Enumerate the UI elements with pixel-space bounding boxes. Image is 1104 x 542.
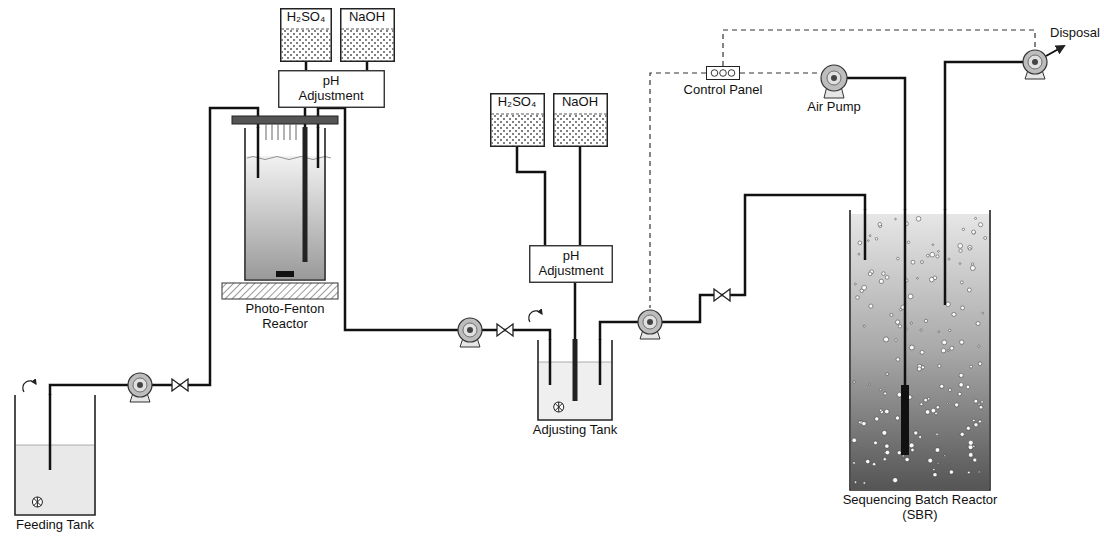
box-label: H₂SO₄ — [287, 10, 326, 25]
magnetic-stirrer — [32, 497, 42, 507]
base-reservoir: NaOH — [553, 93, 608, 147]
box-label: pH Adjustment — [535, 249, 607, 279]
discharge-pump — [1023, 50, 1047, 79]
stir-mark — [529, 311, 542, 322]
magnetic-stirrer — [554, 402, 564, 412]
dip-pipe — [257, 127, 260, 178]
liquid-level — [16, 445, 94, 446]
vessel-wall — [538, 340, 612, 420]
liquid — [16, 445, 94, 514]
air-diffuser — [901, 385, 909, 455]
dip-pipe — [864, 209, 867, 260]
uv-lamp-bar — [232, 116, 338, 124]
discharge-arrow — [1046, 46, 1064, 56]
pipe — [574, 283, 577, 340]
stir-bar — [276, 271, 294, 277]
box-label: NaOH — [562, 95, 598, 110]
adjusting-tank: Adjusting Tank — [538, 340, 612, 420]
vessel-wall — [245, 128, 325, 280]
transfer-valve — [497, 324, 513, 336]
ph-adjustment-box: pH Adjustment — [529, 245, 613, 283]
pipe — [366, 62, 369, 70]
control-panel: Control Panel — [706, 66, 740, 80]
pipe — [305, 62, 308, 70]
box-label: H₂SO₄ — [498, 95, 537, 110]
reagent — [282, 30, 331, 61]
uv-lamps — [266, 124, 296, 140]
photo-fenton-reactor-shape — [245, 128, 325, 280]
acid-reservoir: H₂SO₄ — [490, 93, 545, 147]
probe — [303, 127, 308, 262]
box-label: pH Adjustment — [295, 74, 367, 104]
feed-valve — [172, 379, 188, 391]
photo-fenton-reactor: Photo-Fenton Reactor — [245, 128, 325, 280]
air-pump: Air Pump — [821, 65, 847, 91]
base-reservoir: NaOH — [340, 8, 395, 62]
dip-pipe — [549, 339, 552, 385]
indicator-lamp — [711, 70, 718, 77]
outlet-label: Disposal — [1050, 26, 1100, 41]
discharge-pipe — [945, 62, 1023, 210]
equipment-label: Air Pump — [794, 100, 874, 115]
air-pump-shape — [821, 65, 847, 91]
probe — [573, 339, 578, 401]
sbr-feed-valve — [714, 289, 730, 301]
dip-pipe — [599, 339, 602, 385]
feed-pump — [128, 373, 152, 402]
acid-reservoir: H₂SO₄ — [280, 8, 332, 62]
pipe — [318, 108, 550, 340]
transfer-pump — [458, 318, 482, 347]
reagent — [554, 115, 606, 146]
feeding-tank-shape — [15, 395, 95, 515]
stirrer-base — [222, 283, 338, 299]
pipe — [600, 195, 865, 340]
equipment-label: Feeding Tank — [0, 518, 110, 533]
dip-pipe — [944, 209, 947, 305]
dip-pipe — [317, 127, 320, 168]
indicator-lamp — [728, 70, 735, 77]
equipment-label: Photo-Fenton Reactor — [235, 302, 335, 332]
reagent — [491, 115, 543, 146]
feeding-tank: Feeding Tank — [15, 395, 95, 515]
sbr-feed-pump — [638, 310, 662, 339]
dip-pipe — [49, 394, 52, 470]
adjusting-tank-shape — [538, 340, 612, 420]
control-wire — [650, 73, 706, 308]
reagent — [341, 30, 393, 61]
air-bubbles — [852, 216, 987, 484]
stir-mark — [23, 381, 36, 392]
pipe — [517, 147, 545, 245]
control-panel-shape — [706, 66, 740, 80]
equipment-label: Adjusting Tank — [520, 423, 630, 438]
mixed-liquor — [851, 214, 989, 489]
pipe — [50, 108, 258, 395]
sequencing-batch-reactor: Sequencing Batch Reactor (SBR) — [850, 210, 990, 490]
control-signal-line — [740, 72, 821, 73]
equipment-label: Control Panel — [673, 83, 773, 98]
control-wire — [723, 30, 1035, 66]
sequencing-batch-reactor-shape — [850, 210, 990, 490]
vessel-wall — [850, 210, 990, 490]
ph-adjustment-box: pH Adjustment — [278, 70, 385, 108]
box-label: NaOH — [349, 10, 385, 25]
pipe — [847, 78, 905, 210]
vessel-wall — [15, 395, 95, 515]
indicator-lamp — [720, 70, 727, 77]
equipment-label: Sequencing Batch Reactor (SBR) — [835, 493, 1005, 523]
pipe — [579, 147, 582, 245]
